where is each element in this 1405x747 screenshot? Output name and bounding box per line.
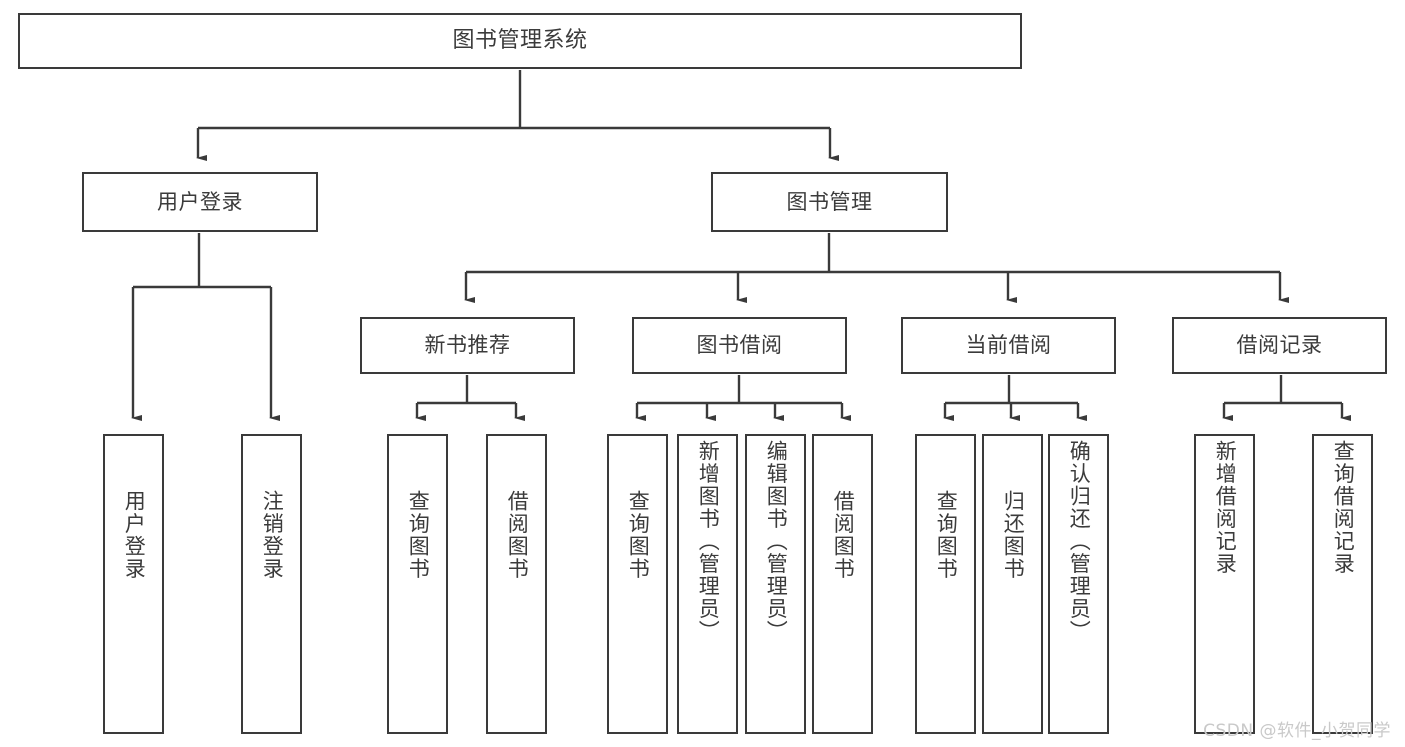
node-leaf-user-login[interactable]: 用户登录 (103, 434, 164, 734)
node-label: 图书管理系统 (452, 28, 588, 54)
node-leaf-query-book-recommend[interactable]: 查询图书 (387, 434, 448, 734)
node-label: 注销登录 (260, 490, 285, 580)
node-label: 借阅图书 (831, 490, 856, 580)
node-book-borrow[interactable]: 图书借阅 (632, 317, 847, 374)
node-label: 归还图书 (1001, 490, 1026, 580)
node-label: 用户登录 (157, 189, 243, 214)
node-leaf-return-book[interactable]: 归还图书 (982, 434, 1043, 734)
node-book-management[interactable]: 图书管理 (711, 172, 948, 232)
watermark-text: CSDN @软件_小贺同学 (1203, 721, 1391, 741)
node-leaf-confirm-return[interactable]: 确认归还（管理员） (1048, 434, 1109, 734)
node-label: 借阅记录 (1236, 333, 1323, 358)
node-leaf-borrow-book-recommend[interactable]: 借阅图书 (486, 434, 547, 734)
node-label: 查询图书 (406, 490, 431, 580)
node-leaf-edit-book[interactable]: 编辑图书（管理员） (745, 434, 806, 734)
node-label: 图书管理 (786, 189, 873, 214)
node-leaf-query-book-borrow[interactable]: 查询图书 (607, 434, 668, 734)
node-label: 编辑图书（管理员） (764, 440, 789, 643)
node-root-book-management-system[interactable]: 图书管理系统 (18, 13, 1022, 69)
node-label: 查询图书 (626, 490, 651, 580)
node-label: 查询借阅记录 (1331, 440, 1356, 575)
node-label: 查询图书 (934, 490, 959, 580)
node-label: 新书推荐 (424, 333, 511, 358)
node-label: 图书借阅 (696, 333, 783, 358)
node-user-login[interactable]: 用户登录 (82, 172, 318, 232)
node-leaf-query-book-current[interactable]: 查询图书 (915, 434, 976, 734)
node-label: 新增图书（管理员） (696, 440, 721, 643)
node-borrow-record[interactable]: 借阅记录 (1172, 317, 1387, 374)
node-label: 当前借阅 (965, 333, 1052, 358)
node-leaf-logout-login[interactable]: 注销登录 (241, 434, 302, 734)
node-label: 确认归还（管理员） (1067, 440, 1092, 643)
node-leaf-borrow-book[interactable]: 借阅图书 (812, 434, 873, 734)
node-current-borrow[interactable]: 当前借阅 (901, 317, 1116, 374)
node-label: 新增借阅记录 (1213, 440, 1238, 575)
node-leaf-add-book[interactable]: 新增图书（管理员） (677, 434, 738, 734)
node-leaf-add-borrow-record[interactable]: 新增借阅记录 (1194, 434, 1255, 734)
node-label: 借阅图书 (505, 490, 530, 580)
node-label: 用户登录 (122, 490, 147, 580)
node-new-book-recommend[interactable]: 新书推荐 (360, 317, 575, 374)
node-leaf-query-borrow-record[interactable]: 查询借阅记录 (1312, 434, 1373, 734)
